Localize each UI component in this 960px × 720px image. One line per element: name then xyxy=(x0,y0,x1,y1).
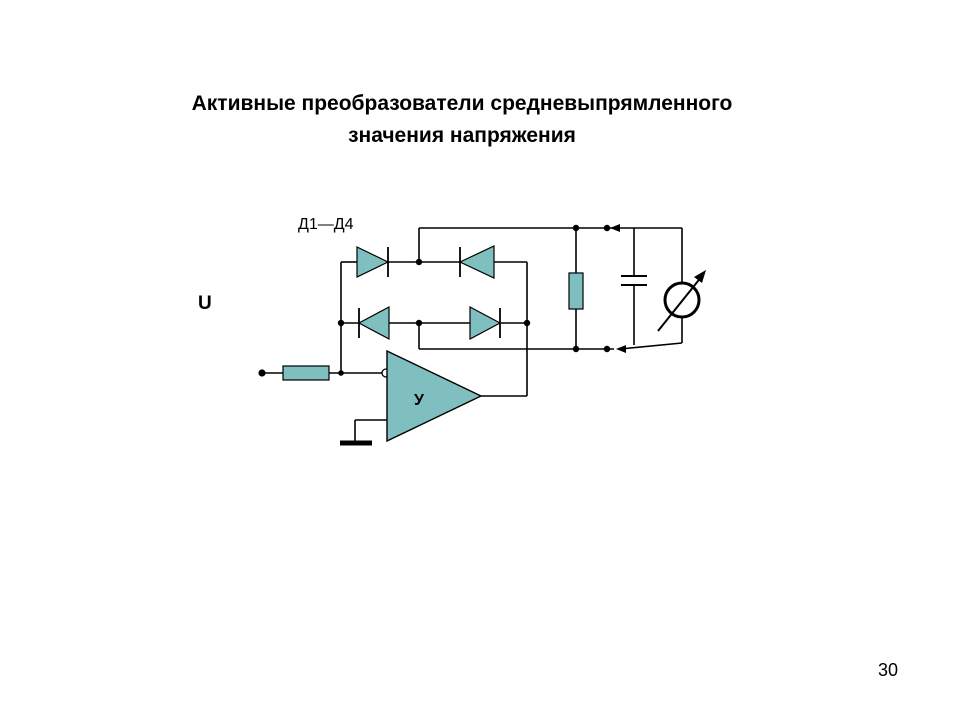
output-resistor xyxy=(568,272,584,310)
slide-title-line-2: значения напряжения xyxy=(348,124,576,147)
diode-d2 xyxy=(458,245,495,279)
lower-meter-wire xyxy=(619,342,683,350)
diode-d3 xyxy=(357,306,390,340)
meter-needle xyxy=(657,275,703,332)
lower-node-2 xyxy=(603,345,611,353)
diodes-label: Д1—Д4 xyxy=(298,216,354,233)
upper-arrow xyxy=(610,224,620,232)
meter-needle-arrow xyxy=(694,270,706,283)
amplifier-label: У xyxy=(414,392,425,409)
input-terminal xyxy=(258,369,266,377)
bottom-row-left-node xyxy=(337,319,345,327)
input-voltage-label: U xyxy=(198,293,212,314)
diode-d4 xyxy=(469,306,502,340)
page-number: 30 xyxy=(878,660,899,680)
slide-title: Активные преобразователи средневыпрямлен… xyxy=(0,88,924,152)
operational-amplifier xyxy=(386,349,483,443)
diode-d1 xyxy=(356,246,390,278)
input-resistor xyxy=(282,365,330,381)
upper-node-2 xyxy=(603,224,611,232)
slide-title-line-1: Активные преобразователи средневыпрямлен… xyxy=(191,92,733,115)
